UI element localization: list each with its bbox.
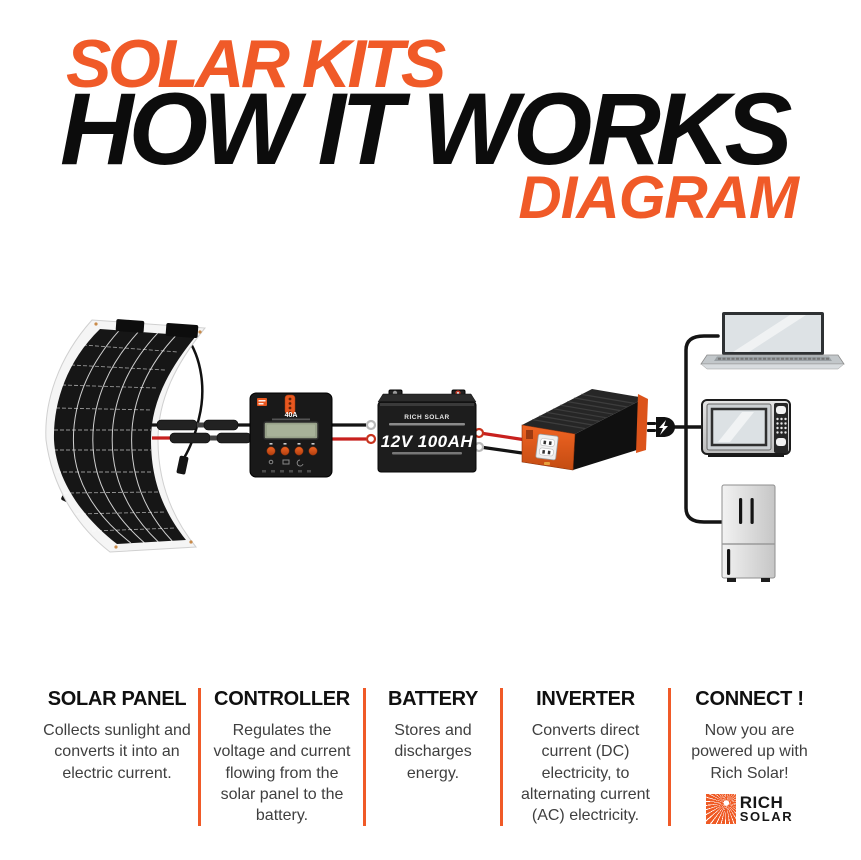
legend-body-inverter: Converts direct current (DC) electricity…	[521, 722, 650, 825]
inverter-side	[573, 398, 645, 470]
legend-connect: CONNECT ! Now you are powered up with Ri…	[671, 688, 828, 826]
page-title: HOW IT WORKS	[60, 72, 793, 186]
inverter-icon	[521, 389, 648, 471]
fridge-handle-right	[750, 498, 754, 524]
column-divider	[198, 688, 201, 827]
wires-controller-to-battery	[332, 419, 377, 445]
legend-body-battery: Stores and discharges energy.	[394, 722, 472, 782]
battery-capacity-label: 12V 100AH	[381, 432, 474, 451]
legend-controller: CONTROLLER Regulates the voltage and cur…	[201, 688, 363, 826]
inverter-rear-cap	[636, 394, 648, 453]
legend: SOLAR PANEL Collects sunlight and conver…	[36, 688, 828, 827]
battery-brand-label: RICH SOLAR	[404, 414, 449, 421]
fridge-handle-bottom	[727, 549, 731, 575]
legend-body-solar-panel: Collects sunlight and converts it into a…	[43, 722, 191, 782]
legend-inverter: INVERTER Converts direct current (DC) el…	[503, 688, 668, 826]
microwave-display	[776, 406, 786, 414]
brand-line2: SOLAR	[739, 808, 794, 824]
panel-grid-horizontal	[54, 344, 179, 532]
column-divider	[500, 688, 503, 827]
microwave-icon	[701, 399, 791, 457]
panel-corner-screws	[94, 322, 202, 549]
laptop-icon	[700, 312, 845, 370]
panel-cable-right	[182, 335, 204, 459]
ring-terminal-positive	[365, 433, 377, 445]
fridge-foot-right	[761, 578, 770, 582]
legend-battery: BATTERY Stores and discharges energy.	[366, 688, 500, 826]
fridge-foot-left	[727, 578, 736, 582]
legend-heading-battery: BATTERY	[387, 688, 479, 710]
inverter-outlet-plate	[535, 433, 559, 461]
inverter-switch	[526, 430, 533, 439]
battery-spec-line-top	[389, 423, 465, 426]
column-divider	[363, 688, 366, 827]
controller-indicators	[269, 443, 315, 445]
mc4-connectors	[156, 419, 252, 444]
sun-logo-icon	[705, 793, 736, 824]
solar-panel-icon	[45, 319, 206, 553]
panel-cells	[53, 329, 196, 544]
microwave-handle-button	[776, 438, 786, 446]
panel-cable-right-connector	[176, 455, 189, 475]
solar-kit-diagram: 40A	[45, 312, 845, 582]
ac-distribution	[647, 334, 724, 524]
fridge-body	[721, 484, 776, 579]
panel-junction-box-left	[115, 319, 145, 333]
wires-panel-to-controller	[150, 419, 252, 444]
panel-junction-box-right	[165, 323, 199, 338]
wires-battery-to-inverter	[473, 427, 527, 455]
legend-heading-connect: CONNECT !	[695, 688, 804, 710]
controller-icon: 40A	[249, 392, 333, 478]
column-divider	[668, 688, 671, 827]
battery-icon: RICH SOLAR 12V 100AH	[377, 389, 477, 473]
brand-line1: RICH	[739, 792, 784, 812]
brand-wordmark: RICH SOLAR	[739, 792, 794, 824]
legend-heading-controller: CONTROLLER	[214, 688, 350, 710]
controller-rating-label: 40A	[285, 412, 298, 419]
legend-heading-solar-panel: SOLAR PANEL	[47, 688, 187, 710]
distribution-line	[684, 334, 724, 524]
legend-body-connect: Now you are powered up with Rich Solar!	[691, 722, 808, 782]
inverter-led	[544, 462, 550, 465]
controller-subtext	[272, 418, 310, 421]
legend-body-controller: Regulates the voltage and current flowin…	[213, 722, 351, 825]
rich-solar-logo: RICH SOLAR	[677, 792, 822, 824]
laptop-front-lip	[700, 363, 845, 370]
microwave-buttons	[776, 417, 787, 434]
bolt-glyph	[659, 420, 668, 435]
fridge-icon	[721, 484, 776, 582]
subtitle: DIAGRAM	[518, 164, 799, 231]
legend-solar-panel: SOLAR PANEL Collects sunlight and conver…	[36, 688, 198, 826]
plug-icon	[647, 417, 675, 437]
controller-buttons	[266, 446, 318, 456]
battery-lid	[377, 393, 477, 403]
ring-terminal-negative	[365, 419, 377, 431]
kicker-title: SOLAR KITS	[66, 26, 446, 102]
controller-status-icons	[268, 459, 304, 467]
controller-bottom-marks	[262, 470, 311, 473]
battery-spec-line-bottom	[392, 452, 462, 455]
inverter-ribs	[532, 393, 635, 430]
legend-heading-inverter: INVERTER	[536, 688, 635, 710]
controller-brand-badge	[257, 398, 267, 406]
fridge-handle-left	[739, 498, 743, 524]
